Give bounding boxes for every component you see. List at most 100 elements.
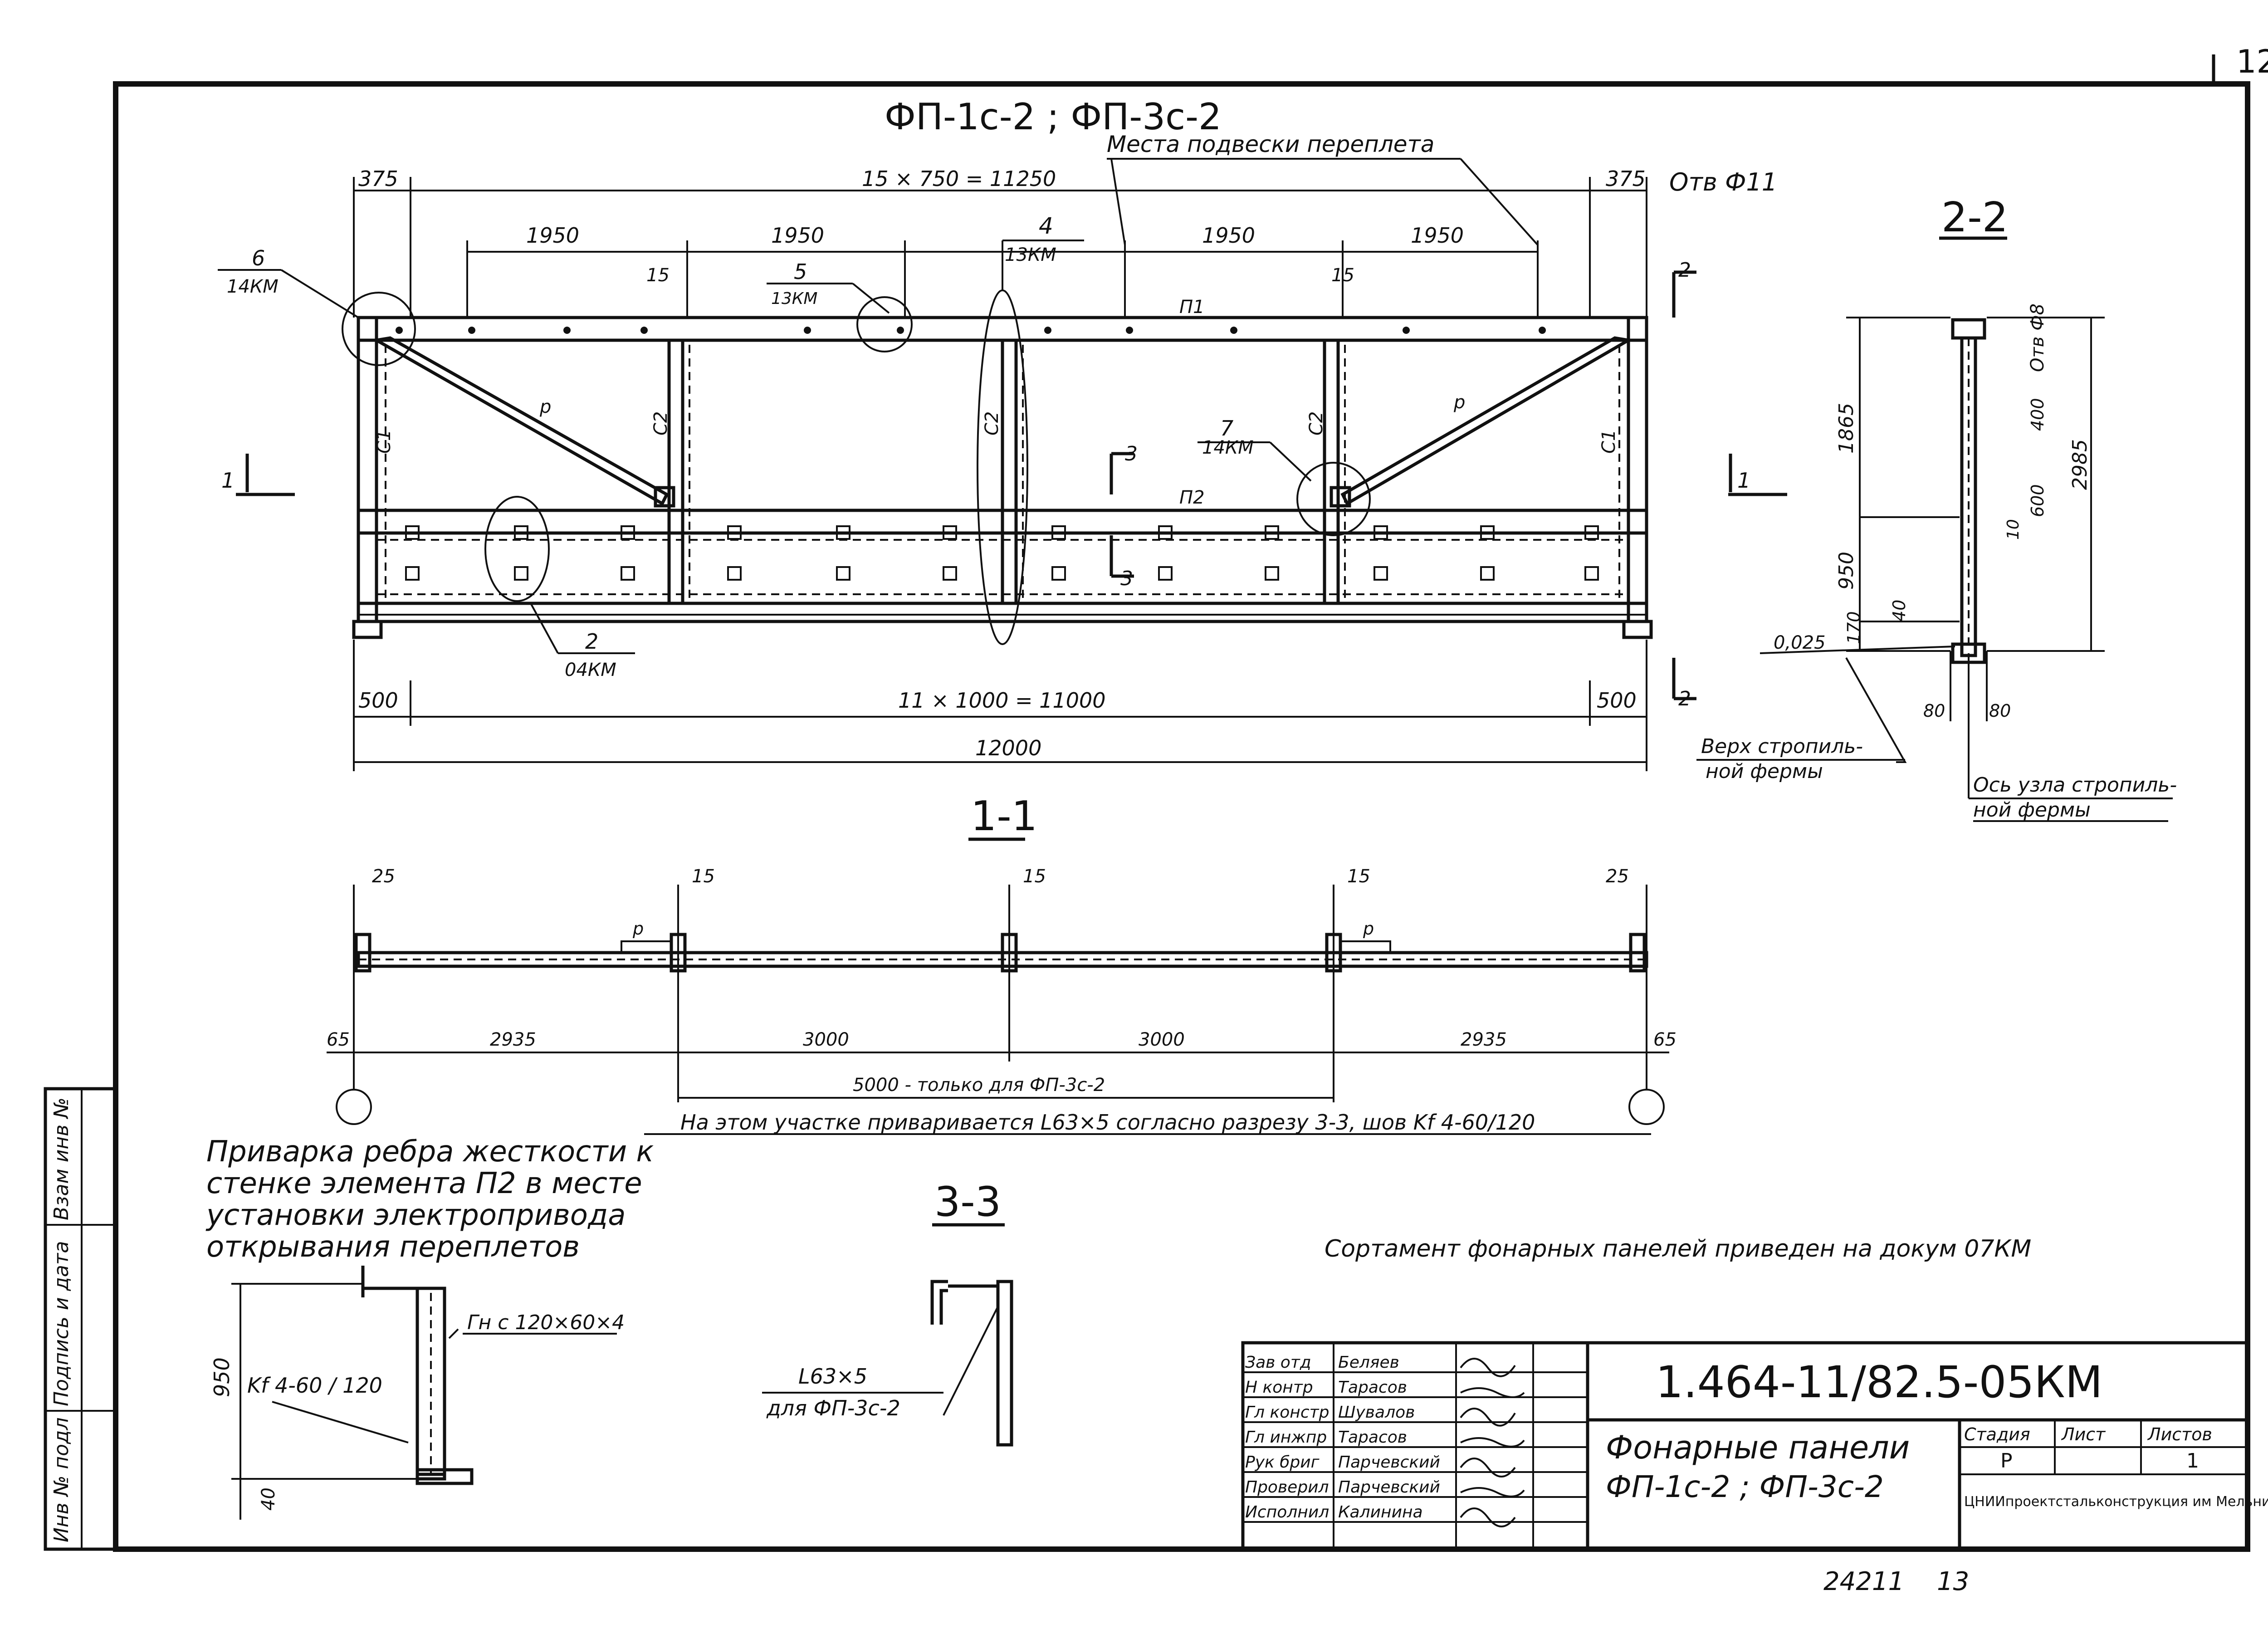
stiff-950: 950	[210, 1357, 234, 1397]
s22-2985: 2985	[2068, 439, 2092, 490]
tb-role-4: Рук бриг	[1245, 1453, 1320, 1472]
footer-inv: 24211	[1823, 1567, 1904, 1596]
tb-name-5: Парчевский	[1338, 1478, 1440, 1497]
dim-15-left: 15	[646, 265, 670, 286]
section-1-1-drawing	[327, 885, 1669, 1125]
s11-3000-a: 3000	[803, 1029, 849, 1050]
tb-sheet-h: Лист	[2061, 1424, 2106, 1444]
s11-p-right: р	[1363, 919, 1374, 939]
s22-note-axis-2: ной фермы	[1973, 798, 2091, 822]
section-1-1-title: 1-1	[971, 793, 1037, 840]
dim-12000: 12000	[975, 736, 1041, 760]
section-cut-1	[236, 454, 1787, 496]
dim-1950-3: 1950	[1202, 223, 1255, 248]
tb-name-0: Беляев	[1338, 1353, 1399, 1372]
s11-2935-left: 2935	[490, 1029, 536, 1050]
tb-name-6: Калинина	[1338, 1503, 1423, 1521]
tb-code: 1.464-11/82.5-05КМ	[1656, 1357, 2103, 1408]
tb-sheets: 1	[2186, 1449, 2199, 1473]
dim-span-top: 15 × 750 = 11250	[862, 166, 1056, 191]
s22-170: 170	[1844, 611, 1864, 644]
s22-slope: 0,025	[1774, 632, 1826, 653]
bottom-dimensions	[353, 640, 1647, 771]
s22-950: 950	[1835, 552, 1858, 590]
stiff-weld: Kf 4-60 / 120	[247, 1373, 382, 1398]
s22-80-left: 80	[1923, 701, 1945, 721]
title-block	[1241, 1341, 2249, 1551]
callout-5-num: 5	[794, 259, 807, 284]
s11-15-b: 15	[1023, 866, 1046, 887]
tb-sheets-h: Листов	[2147, 1424, 2212, 1444]
cut-3-top: 3	[1125, 442, 1138, 465]
s22-note-top-2: ной фермы	[1706, 760, 1823, 783]
tb-role-1: Н контр	[1245, 1378, 1313, 1397]
stiff-note-3: установки электропривода	[205, 1199, 626, 1232]
callout-7-doc: 14КМ	[1202, 437, 1254, 458]
footer-page: 13	[1937, 1567, 1969, 1596]
stamp-replace-inv: Взам инв №	[50, 1097, 73, 1220]
dim-1950-1: 1950	[526, 223, 579, 248]
stiff-note-4: открывания переплетов	[206, 1230, 580, 1264]
cut-2-top: 2	[1678, 259, 1691, 282]
callout-6-num: 6	[252, 246, 265, 270]
panel-elevation	[342, 289, 1653, 645]
callout-2-num: 2	[585, 629, 598, 654]
member-c1-left: С1	[374, 430, 395, 454]
callout-2-doc: 04КМ	[565, 660, 616, 680]
stiff-note-2: стенке элемента П2 в месте	[206, 1167, 642, 1200]
s11-65-right: 65	[1653, 1029, 1677, 1050]
callout-5-doc: 13КМ	[771, 289, 817, 308]
s11-span-note: 5000 - только для ФП-3с-2	[853, 1075, 1105, 1096]
stamp-signature-date: Подпись и дата	[50, 1241, 73, 1406]
dim-500-right: 500	[1597, 688, 1637, 713]
dim-375-left: 375	[358, 166, 398, 191]
s11-25-right: 25	[1606, 866, 1629, 887]
tb-stage-h: Стадия	[1964, 1424, 2030, 1444]
s11-2935-right: 2935	[1461, 1029, 1507, 1050]
member-c2-1: С2	[650, 411, 671, 435]
hole-note: Отв Ф11	[1669, 168, 1777, 196]
cut-2-bottom: 2	[1678, 687, 1691, 710]
side-stamp	[44, 1087, 117, 1551]
tb-role-3: Гл инжпр	[1245, 1428, 1327, 1447]
dim-span-bottom: 11 × 1000 = 11000	[898, 688, 1106, 713]
s33-angle: L63×5	[798, 1364, 867, 1389]
callout-4-num: 4	[1039, 213, 1053, 239]
tb-name-1-line: Фонарные панели	[1606, 1429, 1910, 1466]
dim-500-left: 500	[358, 688, 398, 713]
section-2-2-title: 2-2	[1941, 194, 2008, 241]
s22-10: 10	[2004, 519, 2023, 540]
tb-stage: Р	[2000, 1449, 2013, 1473]
callout-4-doc: 13КМ	[1005, 245, 1056, 265]
member-c2-2: С2	[982, 411, 1002, 435]
s11-3000-b: 3000	[1139, 1029, 1185, 1050]
hanging-note: Места подвески переплета	[1107, 131, 1434, 157]
s22-80-right: 80	[1989, 701, 2011, 721]
dim-1950-4: 1950	[1411, 223, 1464, 248]
dim-15-right: 15	[1331, 265, 1354, 286]
member-p2: П2	[1179, 487, 1205, 508]
stiff-note-1: Приварка ребра жесткости к	[206, 1135, 654, 1169]
s11-65-left: 65	[327, 1029, 350, 1050]
s22-600: 600	[2028, 484, 2048, 517]
dim-375-right: 375	[1606, 166, 1646, 191]
callout-6-doc: 14КМ	[227, 276, 279, 297]
s22-1865: 1865	[1835, 403, 1858, 454]
tb-name-3: Тарасов	[1338, 1428, 1407, 1447]
tb-role-2: Гл констр	[1245, 1403, 1329, 1422]
s22-note-axis-1: Ось узла стропиль-	[1973, 773, 2177, 797]
stiffener-drawing	[231, 1266, 474, 1520]
s11-25-left: 25	[372, 866, 395, 887]
sheet-frame	[113, 81, 2250, 1552]
s22-hole: Отв Ф8	[2027, 303, 2048, 372]
main-title: ФП-1с-2 ; ФП-3с-2	[885, 96, 1222, 138]
tb-name-4: Парчевский	[1338, 1453, 1440, 1472]
tb-org: ЦНИИпроектстальконструкция им Мельникова	[1964, 1494, 2268, 1510]
tb-role-0: Зав отд	[1245, 1353, 1311, 1372]
cut-1-right: 1	[1737, 468, 1750, 493]
cut-1-left: 1	[221, 468, 235, 493]
s22-40: 40	[1889, 600, 1909, 621]
member-c1-right: С1	[1598, 430, 1619, 454]
tb-name-2-line: ФП-1с-2 ; ФП-3с-2	[1606, 1469, 1884, 1504]
callout-7-num: 7	[1220, 416, 1233, 440]
